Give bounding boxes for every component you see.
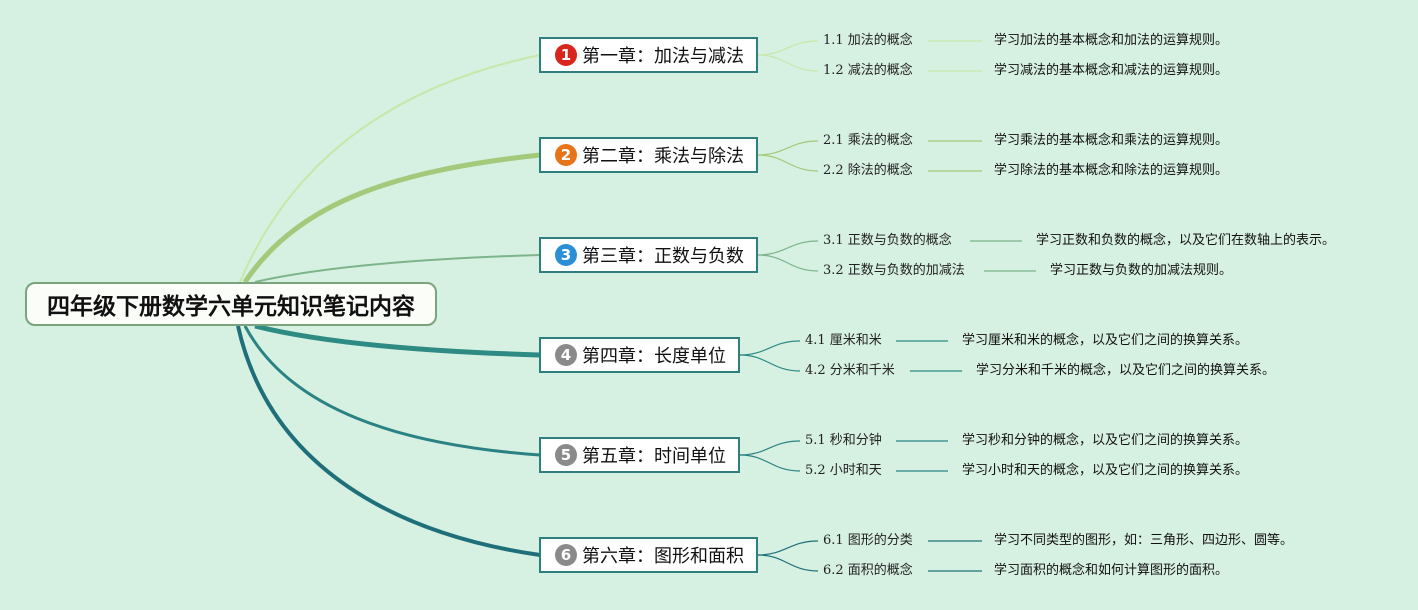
topic-4-1-label[interactable]: 4.1 厘米和米 [805,333,882,348]
branch-4 [254,323,541,358]
chapter-5-title: 第五章：时间单位 [582,446,726,467]
topic-3-1-desc[interactable]: 学习正数和负数的概念，以及它们在数轴上的表示。 [1036,233,1336,248]
chapter-2-node[interactable]: 2 第二章：乘法与除法 [539,137,758,173]
topic-4-2-label[interactable]: 4.2 分米和千米 [805,363,895,378]
topic-5-2-desc[interactable]: 学习小时和天的概念，以及它们之间的换算关系。 [962,463,1249,478]
chapter-5-node[interactable]: 5 第五章：时间单位 [539,437,740,473]
chapter-1-title: 第一章：加法与减法 [582,46,744,67]
topic-1-1-desc[interactable]: 学习加法的基本概念和加法的运算规则。 [994,33,1229,48]
chapter-6-number-badge: 6 [555,544,577,566]
topic-5-2-label[interactable]: 5.2 小时和天 [805,463,882,478]
branch-3 [254,254,541,283]
topic-6-2-label[interactable]: 6.2 面积的概念 [823,563,913,578]
chapter-3-title: 第三章：正数与负数 [582,246,744,267]
chapter-6-title: 第六章：图形和面积 [582,546,744,567]
topic-3-2-label[interactable]: 3.2 正数与负数的加减法 [823,263,965,278]
chapter-2-number-badge: 2 [555,144,577,166]
branch-2 [242,152,541,284]
topic-2-1-desc[interactable]: 学习乘法的基本概念和乘法的运算规则。 [994,133,1229,148]
topic-6-1-label[interactable]: 6.1 图形的分类 [823,533,913,548]
chapter-1-number-badge: 1 [555,44,577,66]
topic-3-1-label[interactable]: 3.1 正数与负数的概念 [823,233,952,248]
branch-5 [243,325,541,457]
chapter-1-node[interactable]: 1 第一章：加法与减法 [539,37,758,73]
chapter-6-node[interactable]: 6 第六章：图形和面积 [539,537,758,573]
topic-3-2-desc[interactable]: 学习正数与负数的加减法规则。 [1050,263,1233,278]
topic-5-1-desc[interactable]: 学习秒和分钟的概念，以及它们之间的换算关系。 [962,433,1249,448]
chapter-3-node[interactable]: 3 第三章：正数与负数 [539,237,758,273]
topic-1-2-desc[interactable]: 学习减法的基本概念和减法的运算规则。 [994,63,1229,78]
chapter-4-title: 第四章：长度单位 [582,346,726,367]
topic-6-1-desc[interactable]: 学习不同类型的图形，如：三角形、四边形、圆等。 [994,533,1294,548]
chapter-2-title: 第二章：乘法与除法 [582,146,744,167]
topic-4-1-desc[interactable]: 学习厘米和米的概念，以及它们之间的换算关系。 [962,333,1249,348]
topic-1-1-label[interactable]: 1.1 加法的概念 [823,33,913,48]
topic-2-2-label[interactable]: 2.2 除法的概念 [823,163,913,178]
branch-1 [239,54,541,283]
topic-2-1-label[interactable]: 2.1 乘法的概念 [823,133,913,148]
topic-2-2-desc[interactable]: 学习除法的基本概念和除法的运算规则。 [994,163,1229,178]
branch-6 [236,325,541,557]
topic-6-2-desc[interactable]: 学习面积的概念和如何计算图形的面积。 [994,563,1229,578]
chapter-5-number-badge: 5 [555,444,577,466]
root-topic[interactable]: 四年级下册数学六单元知识笔记内容 [25,282,437,326]
topic-5-1-label[interactable]: 5.1 秒和分钟 [805,433,882,448]
chapter-4-number-badge: 4 [555,344,577,366]
topic-4-2-desc[interactable]: 学习分米和千米的概念，以及它们之间的换算关系。 [976,363,1276,378]
chapter-4-node[interactable]: 4 第四章：长度单位 [539,337,740,373]
chapter-3-number-badge: 3 [555,244,577,266]
topic-1-2-label[interactable]: 1.2 减法的概念 [823,63,913,78]
